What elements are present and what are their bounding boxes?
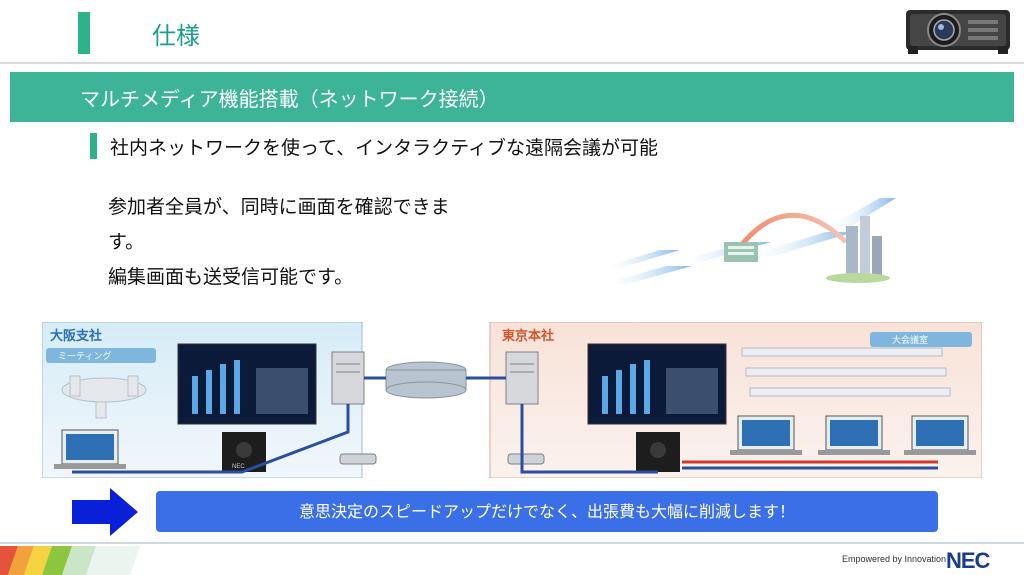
network-illustration: [600, 198, 896, 284]
nec-logo: NEC: [946, 548, 990, 573]
laptop-right-3: [904, 415, 976, 455]
projector-icon: [906, 10, 1010, 54]
network-hub: [385, 361, 467, 399]
projector-right: [636, 432, 680, 472]
server-right: [505, 351, 539, 405]
page-title: 仕様: [152, 22, 200, 50]
laptop-left: [54, 429, 126, 469]
subtitle: 社内ネットワークを使って、インタラクティブな遠隔会議が可能: [110, 137, 658, 159]
section-band: [10, 72, 1014, 122]
projector-label: NEC: [232, 464, 245, 470]
laptop-right-1: [730, 415, 802, 455]
left-room-name: ミーティング: [58, 350, 111, 362]
subtitle-accent-bar: [90, 133, 97, 159]
section-title: マルチメディア機能搭載（ネットワーク接続）: [80, 87, 499, 111]
screen-right: [587, 343, 727, 425]
right-arrow-icon: [72, 488, 138, 536]
laptop-right-2: [818, 415, 890, 455]
title-divider: [0, 62, 1024, 64]
left-site-name: 大阪支社: [50, 328, 102, 344]
meeting-table: [61, 375, 147, 419]
body-line: 編集画面も送受信可能です。: [108, 266, 354, 288]
summary-banner: 意思決定のスピードアップだけでなく、出張費も大幅に削減します！: [156, 491, 938, 532]
router-left: [339, 453, 377, 465]
footer-stripes: [0, 546, 140, 575]
footer-tagline: Empowered by Innovation: [842, 554, 947, 564]
network-diagram: 大阪支社 ミーティング 東京本社 大会議室 NEC: [42, 322, 982, 478]
server-left: [331, 351, 365, 405]
right-site-name: 東京本社: [502, 328, 554, 344]
body-text: 参加者全員が、同時に画面を確認できま す。 編集画面も送受信可能です。: [108, 190, 558, 295]
network-cables: [72, 376, 938, 474]
title-accent-bar: [78, 12, 90, 54]
router-right: [507, 453, 545, 465]
right-room-name: 大会議室: [892, 334, 928, 346]
desk-rows: [741, 347, 951, 397]
screen-left: [177, 343, 317, 425]
body-line: す。: [108, 231, 145, 253]
footer-divider: [0, 542, 1024, 544]
body-line: 参加者全員が、同時に画面を確認できま: [108, 196, 450, 218]
